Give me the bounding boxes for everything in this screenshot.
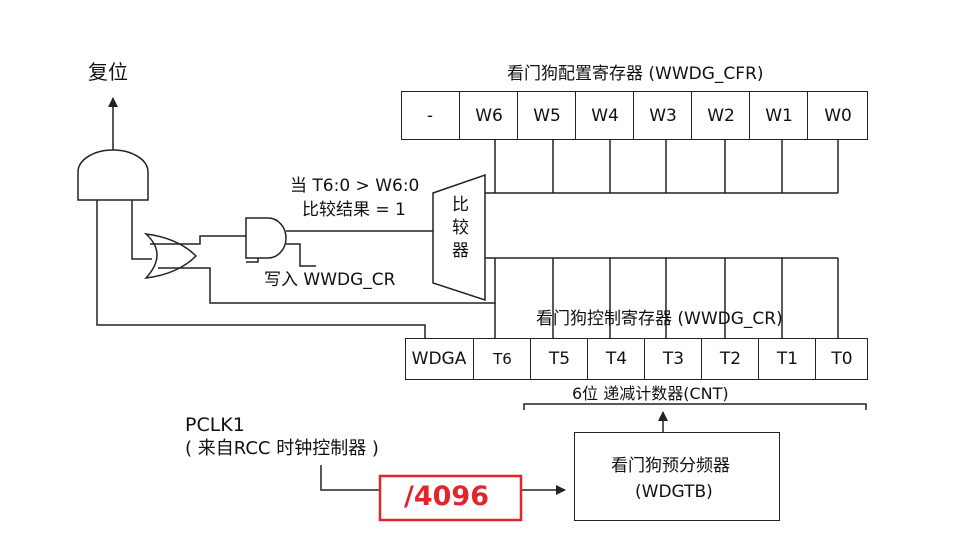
cfr-bit: - <box>426 105 434 126</box>
compare-and-gate <box>245 217 287 259</box>
prescaler-label-2: (WDGTB) <box>635 482 713 502</box>
cfr-bit: W6 <box>459 91 518 140</box>
cr-bit: T5 <box>530 338 588 380</box>
cfr-bit: W0 <box>807 91 868 140</box>
cr-bit: T0 <box>815 338 868 380</box>
reset-label: 复位 <box>88 60 128 84</box>
comparator <box>432 173 486 302</box>
counter-label: 6位 递减计数器(CNT) <box>568 386 733 402</box>
reset-and-gate <box>77 149 149 201</box>
comparator-label-3: 器 <box>452 241 469 261</box>
cr-title: 看门狗控制寄存器 (WWDG_CR) <box>536 309 783 329</box>
cr-bit: T1 <box>758 338 816 380</box>
counter-bracket <box>523 403 867 410</box>
comparator-label-2: 较 <box>452 218 469 238</box>
cfr-bit: W4 <box>575 91 634 140</box>
pclk-name: PCLK1 <box>185 414 245 436</box>
or-gate <box>143 232 198 279</box>
cfr-register <box>401 91 868 140</box>
cr-bit: T4 <box>587 338 645 380</box>
prescaler-box <box>574 432 780 521</box>
pclk-source: ( 来自RCC 时钟控制器 ) <box>185 438 379 459</box>
cr-bit: WDGA <box>411 349 467 369</box>
cr-bit: T6 <box>473 338 531 380</box>
condition-line2: 比较结果 = 1 <box>302 200 406 220</box>
condition-line1: 当 T6:0 > W6:0 <box>290 176 420 196</box>
divider-label: /4096 <box>404 481 490 512</box>
cfr-bit: W1 <box>749 91 808 140</box>
cfr-bit: W2 <box>691 91 750 140</box>
cfr-bit: W3 <box>633 91 692 140</box>
cr-register <box>405 338 868 380</box>
divider-highlight <box>378 474 523 522</box>
cfr-title: 看门狗配置寄存器 (WWDG_CFR) <box>507 64 764 84</box>
cfr-bit: W5 <box>517 91 576 140</box>
cr-bit: T3 <box>644 338 702 380</box>
comparator-label-1: 比 <box>452 195 469 215</box>
prescaler-label-1: 看门狗预分频器 <box>611 456 730 476</box>
cr-bit: T2 <box>701 338 759 380</box>
write-label: 写入 WWDG_CR <box>264 270 396 290</box>
